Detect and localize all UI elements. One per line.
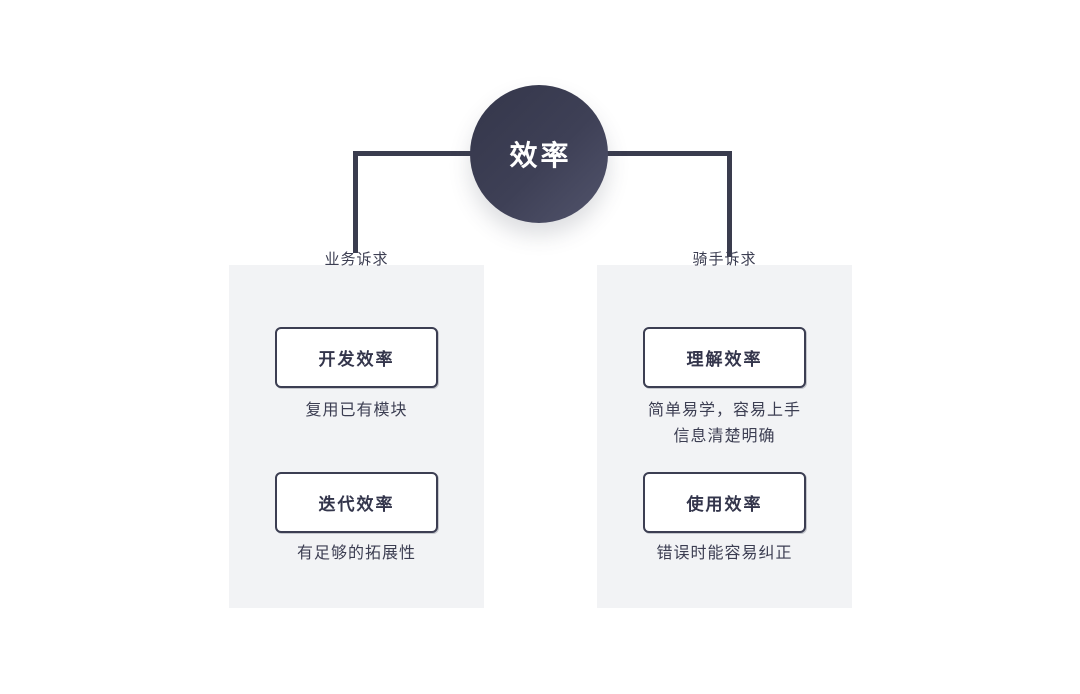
connector-right-elbow — [540, 151, 732, 257]
node-dev-efficiency-title: 开发效率 — [318, 350, 395, 369]
node-iteration-efficiency-title: 迭代效率 — [318, 495, 395, 514]
desc-line: 信息清楚明确 — [673, 428, 776, 445]
node-usage-efficiency-desc: 错误时能容易纠正 — [597, 541, 852, 567]
node-dev-efficiency-desc: 复用已有模块 — [229, 398, 484, 424]
node-iteration-efficiency: 迭代效率 — [275, 472, 438, 533]
root-node-circle: 效率 — [470, 85, 608, 223]
desc-line: 有足够的拓展性 — [296, 545, 416, 562]
node-usage-efficiency-title: 使用效率 — [686, 495, 763, 514]
branch-label-rider: 骑手诉求 — [692, 251, 757, 268]
node-understanding-efficiency: 理解效率 — [643, 327, 806, 388]
node-understanding-efficiency-desc: 简单易学，容易上手 信息清楚明确 — [597, 398, 852, 450]
root-node-label: 效率 — [509, 140, 572, 171]
desc-line: 简单易学，容易上手 — [647, 402, 801, 419]
panel-business: 开发效率 复用已有模块 迭代效率 有足够的拓展性 — [229, 265, 484, 608]
desc-line: 错误时能容易纠正 — [656, 545, 793, 562]
node-iteration-efficiency-desc: 有足够的拓展性 — [229, 541, 484, 567]
node-usage-efficiency: 使用效率 — [643, 472, 806, 533]
node-understanding-efficiency-title: 理解效率 — [686, 350, 763, 369]
desc-line: 复用已有模块 — [305, 402, 408, 419]
panel-rider: 理解效率 简单易学，容易上手 信息清楚明确 使用效率 错误时能容易纠正 — [597, 265, 852, 608]
branch-label-business: 业务诉求 — [324, 251, 389, 268]
node-dev-efficiency: 开发效率 — [275, 327, 438, 388]
connector-left-elbow — [353, 151, 548, 253]
